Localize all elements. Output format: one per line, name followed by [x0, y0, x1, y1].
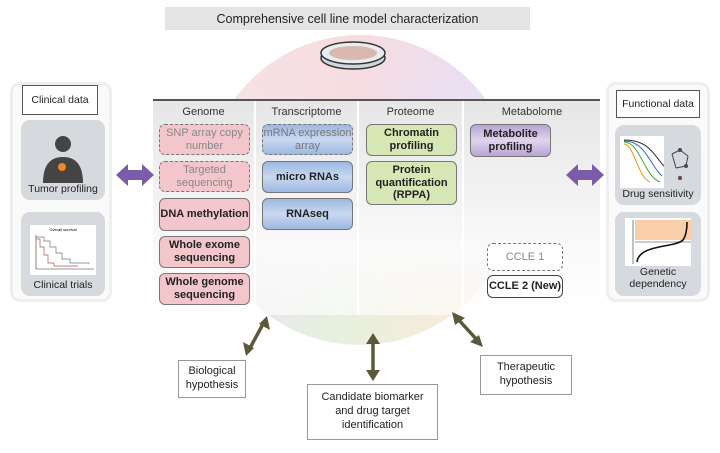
- drug-sensitivity-card: Drug sensitivity: [615, 125, 701, 205]
- therapeutic-hypothesis-box: Therapeutic hypothesis: [480, 355, 572, 395]
- double-arrow-right-icon: [566, 164, 604, 186]
- chromatin-profiling-box: Chromatin profiling: [366, 124, 457, 156]
- whole-genome-box: Whole genome sequencing: [159, 273, 250, 305]
- petri-dish-icon: [320, 41, 386, 70]
- metabolome-header: Metabolome: [501, 106, 563, 118]
- targeted-sequencing-box: Targeted sequencing: [159, 161, 250, 192]
- survival-chart-title: Overall survival: [49, 227, 76, 232]
- arrow-therapeutic: [455, 316, 480, 343]
- candidate-biomarker-box: Candidate biomarker and drug target iden…: [307, 384, 438, 440]
- ccle1-legend: CCLE 1: [487, 243, 563, 271]
- drug-sensitivity-label: Drug sensitivity: [622, 188, 694, 200]
- whole-exome-box: Whole exome sequencing: [159, 236, 250, 268]
- ccle2-legend: CCLE 2 (New): [487, 275, 563, 298]
- double-arrow-left-icon: [116, 164, 154, 186]
- human-silhouette-icon: [43, 136, 83, 183]
- diagram-title: Comprehensive cell line model characteri…: [165, 7, 530, 30]
- genetic-dependency-card: Genetic dependency: [615, 212, 701, 296]
- metabolite-profiling-box: Metabolite profiling: [470, 124, 551, 157]
- biological-hypothesis-box: Biological hypothesis: [178, 360, 246, 398]
- arrow-biological: [248, 323, 265, 349]
- rnaseq-box: RNAseq: [262, 198, 353, 230]
- transcriptome-header: Transcriptome: [271, 106, 342, 118]
- micro-rnas-box: micro RNAs: [262, 161, 353, 193]
- clinical-trials-card: Overall survival Clinical trials: [21, 212, 105, 296]
- tumor-profiling-label: Tumor profiling: [28, 183, 98, 195]
- tumor-profiling-card: Tumor profiling: [21, 120, 105, 200]
- genome-header: Genome: [182, 106, 225, 118]
- clinical-header: Clinical data: [22, 85, 98, 115]
- snp-array-box: SNP array copy number: [159, 124, 250, 155]
- genetic-dependency-label: Genetic dependency: [629, 265, 687, 291]
- survival-chart-thumbnail: Overall survival: [30, 225, 96, 275]
- mrna-array-box: mRNA expression array: [262, 124, 353, 155]
- dependency-curve-thumbnail: [625, 217, 691, 266]
- proteome-header: Proteome: [386, 106, 435, 118]
- clinical-trials-label: Clinical trials: [33, 279, 93, 291]
- dose-response-thumbnail: [620, 136, 689, 188]
- protein-quantification-box: Protein quantification (RPPA): [366, 161, 457, 205]
- dna-methylation-box: DNA methylation: [159, 198, 250, 231]
- functional-header: Functional data: [616, 90, 700, 118]
